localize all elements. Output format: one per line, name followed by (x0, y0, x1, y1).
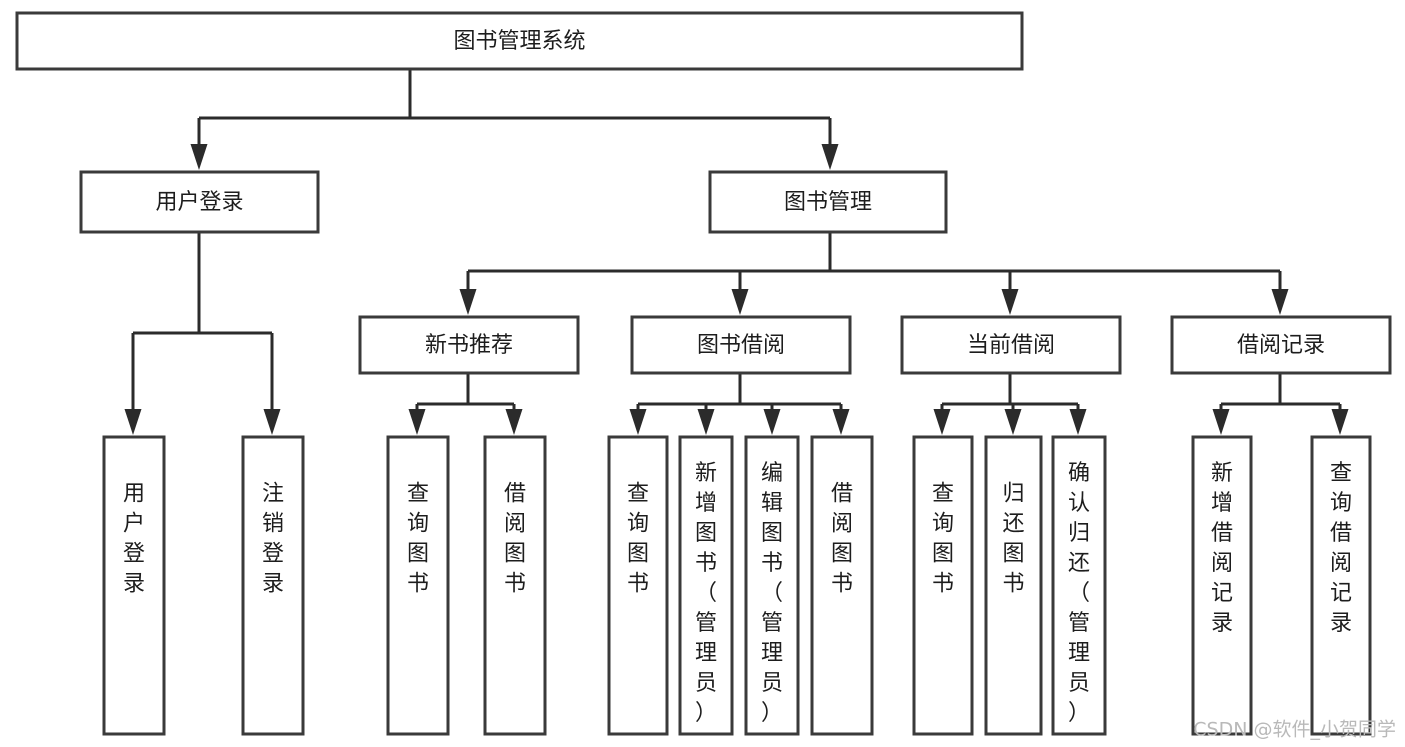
node-box-leaf-query-book-current[interactable] (912, 435, 974, 736)
node-box-book-borrow[interactable] (630, 315, 852, 375)
node-box-root[interactable] (15, 11, 1024, 71)
node-leaf-borrow-book-recommend[interactable]: 借阅图书 (483, 435, 547, 736)
node-leaf-user-login[interactable]: 用户登录 (102, 435, 166, 736)
node-label-leaf-query-book-current: 查询图书 (932, 482, 954, 597)
book-mgmt-child-1-arrowhead (731, 289, 749, 315)
current-borrow-child-1-arrowhead (1004, 409, 1022, 435)
root-child-0-arrowhead (190, 144, 208, 170)
node-leaf-logout-login[interactable]: 注销登录 (241, 435, 305, 736)
node-box-leaf-add-book-admin[interactable] (678, 435, 734, 736)
node-label-leaf-query-book-borrow: 查询图书 (627, 482, 649, 597)
node-book-borrow[interactable]: 图书借阅 (630, 315, 852, 375)
book-borrow-child-0-arrowhead (629, 409, 647, 435)
node-label-leaf-borrow-book: 借阅图书 (831, 482, 853, 597)
node-label-root: 图书管理系统 (453, 29, 585, 54)
current-borrow-child-2-arrowhead (1069, 409, 1087, 435)
node-root[interactable]: 图书管理系统 (15, 11, 1024, 71)
node-leaf-edit-book-admin[interactable]: 编辑图书（管理员） (744, 435, 800, 736)
node-label-user-login: 用户登录 (155, 190, 243, 215)
node-leaf-confirm-return-admin[interactable]: 确认归还（管理员） (1051, 435, 1107, 736)
node-label-current-borrow: 当前借阅 (967, 333, 1055, 358)
book-borrow-child-1-arrowhead (697, 409, 715, 435)
node-label-leaf-add-borrow-record: 新增借阅记录 (1211, 461, 1233, 636)
node-label-leaf-edit-book-admin: 编辑图书（管理员） (761, 461, 783, 726)
book-mgmt-child-3-arrowhead (1271, 289, 1289, 315)
node-box-leaf-borrow-book-recommend[interactable] (483, 435, 547, 736)
node-box-leaf-query-borrow-record[interactable] (1310, 435, 1372, 736)
book-borrow-child-3-arrowhead (832, 409, 850, 435)
node-box-leaf-query-book-borrow[interactable] (607, 435, 669, 736)
node-label-leaf-user-login: 用户登录 (123, 482, 145, 597)
node-leaf-add-borrow-record[interactable]: 新增借阅记录 (1191, 435, 1253, 736)
node-borrow-record[interactable]: 借阅记录 (1170, 315, 1392, 375)
node-current-borrow[interactable]: 当前借阅 (900, 315, 1122, 375)
node-label-leaf-query-borrow-record: 查询借阅记录 (1330, 461, 1352, 636)
node-label-book-borrow: 图书借阅 (697, 333, 785, 358)
node-label-book-management: 图书管理 (784, 190, 872, 215)
node-label-leaf-return-book: 归还图书 (1002, 482, 1024, 597)
book-borrow-child-2-arrowhead (763, 409, 781, 435)
node-box-leaf-edit-book-admin[interactable] (744, 435, 800, 736)
user-login-child-1-arrowhead (263, 409, 281, 435)
node-leaf-return-book[interactable]: 归还图书 (984, 435, 1043, 736)
borrow-record-child-1-arrowhead (1331, 409, 1349, 435)
node-box-user-login[interactable] (79, 170, 320, 234)
node-box-current-borrow[interactable] (900, 315, 1122, 375)
node-box-leaf-query-book-recommend[interactable] (386, 435, 450, 736)
root-child-1-arrowhead (821, 144, 839, 170)
node-label-borrow-record: 借阅记录 (1237, 333, 1325, 358)
node-label-new-book-recommend: 新书推荐 (425, 333, 513, 358)
node-label-leaf-add-book-admin: 新增图书（管理员） (695, 461, 717, 726)
borrow-record-child-0-arrowhead (1212, 409, 1230, 435)
connectors-layer (124, 69, 1349, 435)
node-label-leaf-borrow-book-recommend: 借阅图书 (504, 482, 526, 597)
current-borrow-child-0-arrowhead (933, 409, 951, 435)
node-leaf-query-book-borrow[interactable]: 查询图书 (607, 435, 669, 736)
node-user-login[interactable]: 用户登录 (79, 170, 320, 234)
node-leaf-query-book-current[interactable]: 查询图书 (912, 435, 974, 736)
new-book-recommend-child-0-arrowhead (408, 409, 426, 435)
node-box-leaf-borrow-book[interactable] (810, 435, 874, 736)
book-mgmt-child-2-arrowhead (1001, 289, 1019, 315)
node-box-leaf-user-login[interactable] (102, 435, 166, 736)
node-new-book-recommend[interactable]: 新书推荐 (358, 315, 580, 375)
node-box-new-book-recommend[interactable] (358, 315, 580, 375)
node-box-book-management[interactable] (708, 170, 948, 234)
boxes-layer: 图书管理系统用户登录图书管理新书推荐图书借阅当前借阅借阅记录用户登录注销登录查询… (15, 11, 1392, 736)
node-box-leaf-return-book[interactable] (984, 435, 1043, 736)
node-leaf-add-book-admin[interactable]: 新增图书（管理员） (678, 435, 734, 736)
node-leaf-borrow-book[interactable]: 借阅图书 (810, 435, 874, 736)
node-label-leaf-confirm-return-admin: 确认归还（管理员） (1068, 461, 1090, 726)
node-book-management[interactable]: 图书管理 (708, 170, 948, 234)
node-box-leaf-add-borrow-record[interactable] (1191, 435, 1253, 736)
csdn-watermark: CSDN @软件_小贺同学 (1193, 719, 1396, 741)
node-label-leaf-query-book-recommend: 查询图书 (407, 482, 429, 597)
node-box-borrow-record[interactable] (1170, 315, 1392, 375)
node-label-leaf-logout-login: 注销登录 (262, 482, 284, 597)
new-book-recommend-child-1-arrowhead (505, 409, 523, 435)
node-leaf-query-book-recommend[interactable]: 查询图书 (386, 435, 450, 736)
node-box-leaf-confirm-return-admin[interactable] (1051, 435, 1107, 736)
user-login-child-0-arrowhead (124, 409, 142, 435)
book-mgmt-child-0-arrowhead (459, 289, 477, 315)
node-leaf-query-borrow-record[interactable]: 查询借阅记录 (1310, 435, 1372, 736)
node-box-leaf-logout-login[interactable] (241, 435, 305, 736)
